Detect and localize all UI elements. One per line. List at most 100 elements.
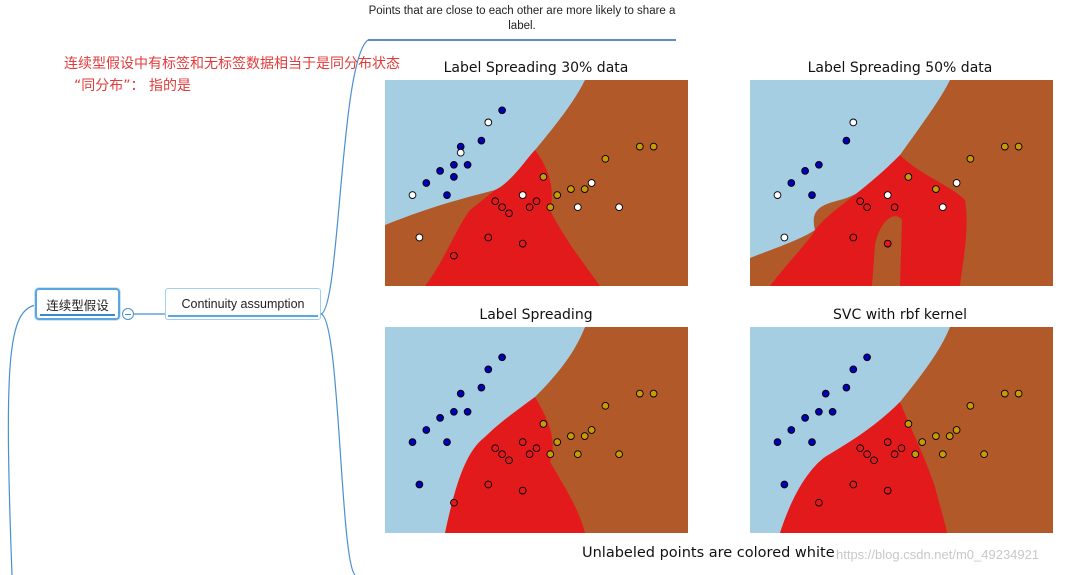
scatter-point [815,498,823,507]
scatter-point [573,450,582,459]
scatter-point [890,203,899,212]
scatter-point [491,444,500,453]
scatter-point [546,203,555,212]
scatter-point [601,154,610,163]
scatter-point [580,432,589,440]
scatter-point [849,118,858,127]
scatter-point [849,365,858,374]
scatter-point [808,191,816,199]
scatter-point [587,426,596,434]
scatter-point [498,106,506,115]
scatter-point [498,450,506,459]
scatter-point [1014,389,1023,398]
scatter-point [580,185,589,193]
plot-label-spreading [385,327,688,533]
scatter-point [573,203,582,212]
scatter-point [587,179,596,187]
scatter-point [498,203,506,212]
scatter-point [856,197,865,206]
collapse-toggle-icon[interactable] [122,308,134,320]
scatter-point [436,414,444,422]
region-light-blue [750,327,950,533]
note-line-2: “同分布”： 指的是 [74,78,191,94]
plot-title-2: Label Spreading 50% data [807,60,993,76]
scatter-point [484,480,493,489]
scatter-point [801,414,809,422]
scatter-point [842,136,851,145]
scatter-point [904,420,913,428]
plot-title-3: Label Spreading [479,307,593,323]
scatter-point [615,203,623,212]
scatter-point [787,426,796,434]
figure-caption-underline [368,39,676,41]
child-figure-connector-upper [320,39,369,315]
plot-title-1: Label Spreading 30% data [443,60,629,76]
scatter-point [484,365,493,374]
scatter-point [443,438,451,446]
scatter-point [477,136,486,145]
region-red [425,150,600,286]
scatter-point [863,353,871,362]
region-light-blue [750,80,950,258]
scatter-point [842,383,851,392]
plot-title-4: SVC with rbf kernel [833,307,967,323]
scatter-point [911,450,920,459]
scatter-point [450,498,458,507]
region-red [445,397,585,533]
scatter-point [443,191,451,199]
scatter-point [422,426,431,434]
scatter-point [539,420,548,428]
child-node-label: Continuity assumption [181,297,305,311]
scatter-point [1000,389,1009,398]
scatter-point [415,480,424,489]
scatter-point [456,389,465,398]
region-light-blue [385,327,585,533]
scatter-point [787,179,796,187]
scatter-point [966,154,975,163]
scatter-point [870,456,878,465]
scatter-point [773,191,782,199]
scatter-point [980,450,988,459]
scatter-point [484,233,493,242]
child-node-continuity-assumption[interactable]: Continuity assumption [165,288,321,320]
scatter-point [518,239,527,248]
scatter-point [808,438,816,446]
scatter-point [904,173,913,181]
scatter-point [539,173,548,181]
root-node-continuity[interactable]: 连续型假设 [35,288,120,320]
scatter-point [849,480,858,489]
scatter-point [484,118,493,127]
scatter-point [567,185,575,193]
plot-svc-rbf [750,327,1053,533]
scatter-point [801,167,809,175]
note-line-1: 连续型假设中有标签和无标签数据相当于是同分布状态 [64,56,400,72]
csdn-watermark: https://blog.csdn.net/m0_49234921 [836,547,1040,562]
scatter-point [525,450,534,459]
scatter-point [815,160,823,169]
scatter-point [546,450,555,459]
scatter-point [532,197,541,206]
figure-caption: Points that are close to each other are … [368,5,676,32]
scatter-point [553,191,562,199]
scatter-point [773,438,782,446]
scatter-point [1014,142,1023,151]
scatter-point [450,160,458,169]
scatter-point [856,444,865,453]
scatter-point [780,233,789,242]
scatter-point [918,438,927,446]
scatter-point [615,450,623,459]
root-left-connector [7,304,37,575]
scatter-point [883,239,892,248]
scatter-point [952,426,961,434]
unlabeled-points-caption: Unlabeled points are colored white [582,545,835,561]
scatter-point [408,438,417,446]
scatter-point [532,444,541,453]
scatter-point [491,197,500,206]
scatter-point [821,389,830,398]
scatter-point [553,438,562,446]
scatter-point [883,486,892,495]
scatter-point [436,167,444,175]
scatter-point [649,142,658,151]
scatter-point [518,191,527,199]
